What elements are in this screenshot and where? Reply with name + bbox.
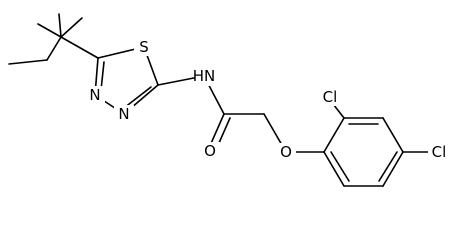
bond xyxy=(323,151,345,187)
bond xyxy=(46,36,62,61)
label-background xyxy=(114,105,134,123)
bond xyxy=(123,86,152,109)
ether-oxygen-label: O xyxy=(280,143,292,161)
label-background xyxy=(428,143,450,161)
label-background xyxy=(134,38,154,56)
carbonyl-oxygen-label: O xyxy=(204,142,216,160)
label-background xyxy=(200,142,220,160)
bond xyxy=(60,17,83,38)
label-background xyxy=(276,143,296,161)
label-background xyxy=(85,86,105,104)
label-background xyxy=(195,66,217,86)
bond xyxy=(382,117,404,153)
chlorine-atom-label: Cl xyxy=(432,143,447,161)
amide-nitrogen-symbol: N xyxy=(204,67,215,85)
bond xyxy=(60,36,99,59)
bond xyxy=(100,61,105,91)
bond-lines xyxy=(8,13,429,187)
bond xyxy=(382,151,404,187)
bond xyxy=(37,23,62,38)
chlorine-atom-label: Cl xyxy=(323,88,338,106)
amide-hydrogen-label: H xyxy=(193,67,204,85)
atom-labels: S N N HN O O Cl Cl xyxy=(85,38,450,161)
bond xyxy=(58,13,62,38)
bond xyxy=(378,151,398,182)
amide-nitrogen-label: HN xyxy=(193,67,216,85)
chemical-structure-diagram: S N N HN O O Cl Cl xyxy=(8,13,450,187)
bond xyxy=(323,117,345,153)
bond xyxy=(8,59,48,65)
nitrogen-atom-label: N xyxy=(118,105,129,123)
bond xyxy=(330,151,350,182)
label-background xyxy=(319,88,341,106)
sulfur-atom-label: S xyxy=(139,38,149,56)
nitrogen-atom-label: N xyxy=(89,86,100,104)
